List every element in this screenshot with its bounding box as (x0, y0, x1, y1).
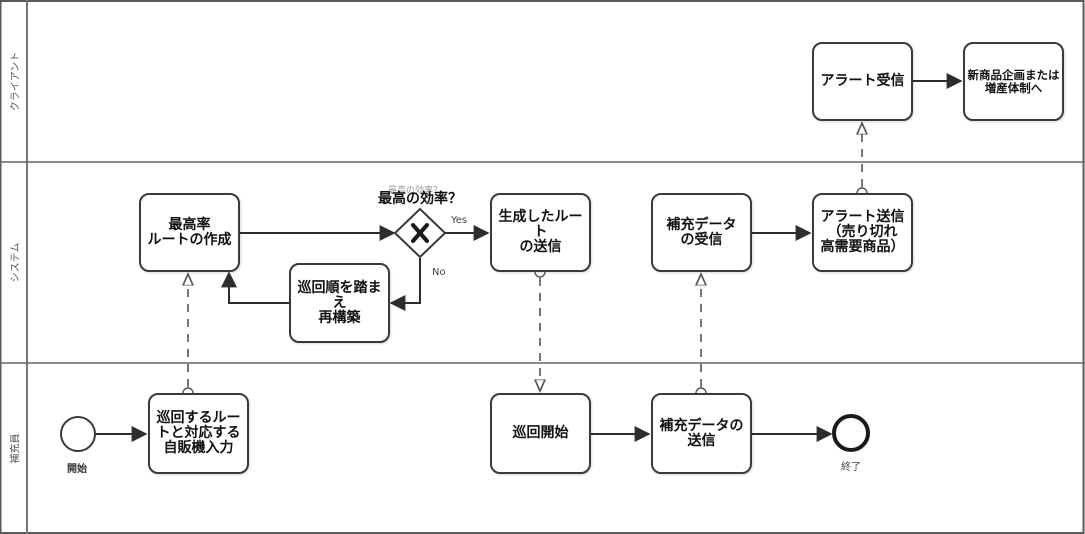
task-label: 巡回開始 (512, 425, 569, 441)
task-receive-alert[interactable]: アラート受信 (812, 42, 913, 121)
gateway-yes-label: Yes (451, 215, 468, 226)
task-send-refill-data[interactable]: 補充データの 送信 (651, 393, 752, 474)
sequence-flows (95, 73, 963, 442)
lane-label-text: 補充員 (10, 433, 21, 464)
task-label: 巡回順を踏まえ 再構築 (297, 279, 382, 326)
flow-gateway-no-to-rebuild (389, 258, 421, 311)
start-event-label: 開始 (67, 464, 87, 475)
end-event-label: 終了 (841, 462, 861, 473)
flow-rebuild-to-best-route (221, 271, 289, 304)
gateway-ghost-label: 最高の効率？ (388, 186, 443, 196)
lane-label-staff: 補充員 (0, 363, 27, 534)
gateway-no-label: No (432, 267, 446, 278)
task-label: 生成したルート の送信 (498, 209, 583, 255)
end-event[interactable] (832, 414, 870, 452)
task-label: 補充データの 送信 (659, 417, 744, 449)
gateway-x-icon (411, 223, 429, 243)
task-label: アラート受信 (820, 73, 905, 89)
task-rebuild[interactable]: 巡回順を踏まえ 再構築 (289, 263, 390, 343)
task-new-product-plan[interactable]: 新商品企画または 増産体制へ (963, 42, 1064, 121)
task-label: アラート送信 （売り切れ 高需要商品） (820, 209, 905, 255)
task-send-route[interactable]: 生成したルート の送信 (490, 193, 591, 272)
task-send-alert[interactable]: アラート送信 （売り切れ 高需要商品） (812, 193, 913, 272)
task-best-route[interactable]: 最高率 ルートの作成 (139, 193, 240, 272)
task-label: 補充データ の受信 (666, 216, 737, 248)
lane-label-text: クライアント (10, 51, 22, 111)
task-start-patrol[interactable]: 巡回開始 (490, 393, 591, 474)
task-label: 最高率 ルートの作成 (147, 216, 232, 248)
start-event[interactable] (60, 416, 96, 452)
lane-label-text: システム (10, 242, 22, 283)
lane-label-client: クライアント (0, 0, 27, 162)
gateway-label: 最高の効率？ (378, 191, 462, 207)
message-flows (188, 123, 862, 391)
task-label: 巡回するルー トと対応する 自販機入力 (156, 410, 241, 456)
lane-label-system: システム (0, 162, 27, 363)
exclusive-gateway[interactable] (393, 207, 447, 259)
task-route-input[interactable]: 巡回するルー トと対応する 自販機入力 (148, 393, 249, 474)
task-label: 新商品企画または 増産体制へ (967, 67, 1060, 95)
task-receive-refill-data[interactable]: 補充データ の受信 (651, 193, 752, 272)
